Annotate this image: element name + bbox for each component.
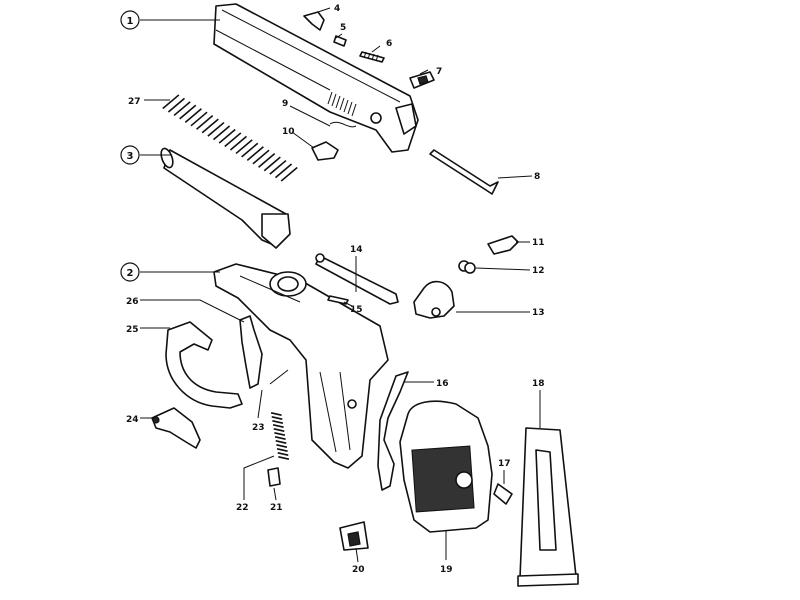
part-spring-9: [329, 121, 357, 128]
callout-16: 16: [436, 379, 449, 389]
spring-coil: [276, 444, 288, 448]
part-spring-12: [458, 260, 476, 274]
callout-1: 1: [120, 10, 140, 30]
svg-text:2: 2: [127, 268, 134, 279]
spring-coil: [274, 432, 286, 436]
part-sear-11: [487, 235, 519, 255]
svg-text:3: 3: [127, 151, 134, 162]
part-slide: [213, 3, 419, 153]
callout-13: 13: [532, 308, 545, 318]
spring-coil: [272, 420, 284, 424]
spring-coil: [167, 97, 186, 113]
callout-26: 26: [126, 297, 139, 307]
callout-5: 5: [340, 23, 346, 33]
spring-coil: [270, 412, 282, 416]
spring-coil: [273, 428, 285, 432]
spring-coil: [269, 159, 287, 175]
callout-12: 12: [532, 266, 545, 276]
spring-coil: [235, 139, 253, 155]
part-catch-16: [377, 371, 409, 491]
spring-coil: [258, 153, 276, 168]
part-rod-8: [429, 149, 499, 195]
spring-coil: [274, 436, 286, 440]
part-hammer-13: [413, 280, 455, 319]
callout-24: 24: [126, 415, 139, 425]
spring-coil: [275, 440, 287, 444]
part-pin-23: [269, 369, 289, 385]
callout-7: 7: [436, 67, 442, 77]
part-frame: [213, 263, 389, 469]
part-clip-20: [339, 521, 369, 551]
callout-27: 27: [128, 97, 141, 107]
part-magazine: [517, 427, 579, 587]
callout-18: 18: [532, 379, 545, 389]
spring-coil: [276, 448, 288, 452]
spring-coil: [190, 111, 208, 127]
part-disconnector-24: [151, 407, 201, 449]
callout-22: 22: [236, 503, 249, 513]
spring-coil: [212, 125, 231, 141]
part-pin-15: [327, 295, 349, 305]
spring-coil: [277, 452, 289, 456]
part-barrel-tube: [160, 147, 291, 249]
spring-coil: [218, 128, 236, 144]
callout-2: 2: [120, 262, 140, 282]
spring-coil: [201, 118, 219, 134]
spring-coil: [184, 108, 202, 123]
part-recoil-spring: [162, 94, 298, 182]
callout-19: 19: [440, 565, 453, 575]
callout-9: 9: [282, 99, 288, 109]
spring-coil: [179, 104, 197, 120]
callout-20: 20: [352, 565, 365, 575]
part-spring-6: [359, 51, 385, 63]
spring-coil: [274, 163, 293, 179]
svg-text:1: 1: [127, 16, 134, 27]
spring-coil: [196, 115, 214, 130]
part-grip-19: [399, 400, 493, 533]
callout-3: 3: [120, 145, 140, 165]
callout-11: 11: [532, 238, 545, 248]
callout-15: 15: [350, 305, 363, 315]
spring-coil: [173, 101, 191, 117]
spring-coil: [207, 121, 225, 137]
part-trigger: [239, 315, 263, 389]
callout-21: 21: [270, 503, 283, 513]
spring-coil: [271, 416, 283, 420]
spring-coil: [241, 142, 259, 158]
callout-8: 8: [534, 172, 540, 182]
part-extractor: [303, 11, 325, 31]
callout-6: 6: [386, 39, 392, 49]
spring-coil: [263, 156, 281, 172]
callout-17: 17: [498, 459, 511, 469]
callout-10: 10: [282, 127, 295, 137]
callout-23: 23: [252, 423, 265, 433]
spring-coil: [246, 146, 264, 161]
spring-coil: [272, 424, 284, 428]
part-screw-17: [493, 483, 513, 505]
part-firing-pin-10: [311, 141, 339, 161]
spring-coil: [252, 149, 270, 165]
spring-coil: [278, 456, 290, 460]
part-plunger-21: [267, 467, 281, 487]
spring-coil: [280, 166, 298, 182]
callout-4: 4: [334, 4, 340, 14]
part-trigger-guard: [165, 321, 243, 409]
part-sight-7: [409, 71, 435, 89]
part-bar-14: [315, 253, 399, 305]
spring-coil: [229, 135, 248, 151]
callout-14: 14: [350, 245, 363, 255]
spring-coil: [162, 94, 180, 110]
callout-25: 25: [126, 325, 139, 335]
leader-lines: [140, 7, 541, 563]
spring-coil: [224, 132, 242, 148]
part-pin-5: [333, 35, 347, 47]
part-spring-22: [270, 412, 290, 460]
